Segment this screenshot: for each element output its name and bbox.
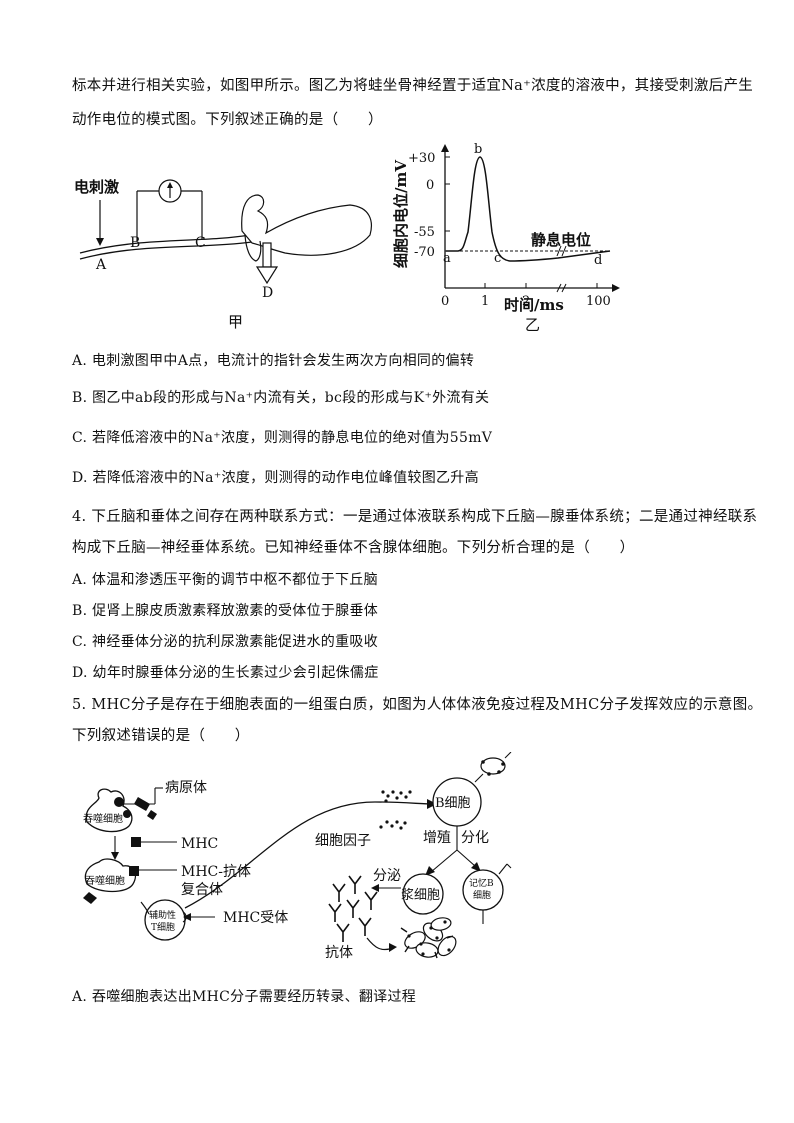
- helper-t-line1: 辅助性: [149, 909, 176, 921]
- figure-yi-caption: 乙: [525, 316, 540, 334]
- cytokine-label: 细胞因子: [315, 833, 371, 849]
- pathogen-label: 病原体: [165, 780, 207, 796]
- ytick-30: +30: [408, 151, 435, 166]
- q4-option-a[interactable]: A. 体温和渗透压平衡的调节中枢不都位于下丘脑: [72, 572, 378, 588]
- curve-point-c: c: [494, 251, 501, 266]
- rest-potential-label: 静息电位: [531, 231, 591, 249]
- plasma-cell-label: 浆细胞: [401, 888, 440, 903]
- differentiate-label: 分化: [461, 830, 489, 846]
- q4-option-b[interactable]: B. 促肾上腺皮质激素释放激素的受体位于腺垂体: [72, 603, 379, 619]
- ytick-70: -70: [414, 245, 435, 260]
- q5-stem-line1: 5. MHC分子是存在于细胞表面的一组蛋白质，如图为人体体液免疫过程及MHC分子…: [72, 697, 763, 713]
- curve-point-b: b: [474, 142, 482, 157]
- b-cell-label: B细胞: [435, 796, 471, 811]
- ytick-0: 0: [426, 178, 434, 193]
- q4-stem-line2: 构成下丘脑—神经垂体系统。已知神经垂体不含腺体细胞。下列分析合理的是（ ）: [72, 540, 635, 556]
- stim-label: 电刺激: [74, 178, 120, 196]
- xtick-0: 0: [441, 294, 449, 309]
- q4-stem-line1: 4. 下丘脑和垂体之间存在两种联系方式：一是通过体液联系构成下丘脑—腺垂体系统；…: [72, 509, 758, 525]
- q3-option-a[interactable]: A. 电刺激图甲中A点，电流计的指针会发生两次方向相同的偏转: [72, 353, 475, 369]
- ytick-55: -55: [414, 225, 435, 240]
- helper-t-line2: T细胞: [151, 921, 175, 933]
- memory-b-line1: 记忆B: [469, 877, 494, 889]
- q5-option-a[interactable]: A. 吞噬细胞表达出MHC分子需要经历转录、翻译过程: [72, 989, 417, 1005]
- yi-ylabel: 细胞内电位/mV: [392, 160, 410, 268]
- complex-label-line2: 复合体: [181, 881, 223, 898]
- figure-jia: 电刺激 A B C D 甲: [74, 178, 372, 331]
- xtick-1: 1: [481, 294, 489, 309]
- point-c-label: C: [195, 235, 206, 251]
- complex-label-line1: MHC-抗体: [181, 864, 251, 880]
- q3-stem-line2: 动作电位的模式图。下列叙述正确的是（ ）: [72, 112, 383, 128]
- figure-yi: 细胞内电位/mV +30 0 -55 -70 0 1 2 100 b a c d…: [392, 142, 620, 334]
- curve-point-d: d: [594, 253, 602, 268]
- proliferate-label: 增殖: [423, 829, 451, 846]
- memory-b-line2: 细胞: [473, 889, 491, 901]
- q3-option-d[interactable]: D. 若降低溶液中的Na⁺浓度，则测得的动作电位峰值较图乙升高: [72, 470, 479, 486]
- curve-point-a: a: [443, 251, 451, 266]
- point-a-label: A: [95, 257, 107, 273]
- secrete-label: 分泌: [373, 868, 401, 884]
- point-d-label: D: [262, 285, 273, 301]
- q4-option-c[interactable]: C. 神经垂体分泌的抗利尿激素能促进水的重吸收: [72, 634, 379, 650]
- q3-option-c[interactable]: C. 若降低溶液中的Na⁺浓度，则测得的静息电位的绝对值为55mV: [72, 430, 493, 446]
- point-b-label: B: [130, 235, 140, 251]
- antibody-label: 抗体: [325, 945, 353, 961]
- mhc-receptor-label: MHC受体: [223, 910, 288, 926]
- immune-figure: 吞噬细胞 病原体 MHC 吞噬细胞 MHC-抗体 复合体 辅助性 T细胞 MHC…: [83, 752, 512, 961]
- q5-stem-line2: 下列叙述错误的是（ ）: [72, 728, 250, 744]
- q4-option-d[interactable]: D. 幼年时腺垂体分泌的生长素过少会引起侏儒症: [72, 665, 379, 681]
- phagocyte-1-label: 吞噬细胞: [83, 812, 123, 825]
- xtick-100: 100: [586, 294, 611, 309]
- q3-stem-line1: 标本并进行相关实验，如图甲所示。图乙为将蛙坐骨神经置于适宜Na⁺浓度的溶液中，其…: [72, 78, 754, 94]
- q3-option-b[interactable]: B. 图乙中ab段的形成与Na⁺内流有关，bc段的形成与K⁺外流有关: [72, 390, 490, 406]
- figure-jia-caption: 甲: [228, 313, 243, 331]
- mhc-label: MHC: [181, 836, 218, 852]
- xtick-2: 2: [522, 294, 530, 309]
- yi-xlabel: 时间/ms: [504, 296, 564, 314]
- phagocyte-2-label: 吞噬细胞: [85, 874, 125, 887]
